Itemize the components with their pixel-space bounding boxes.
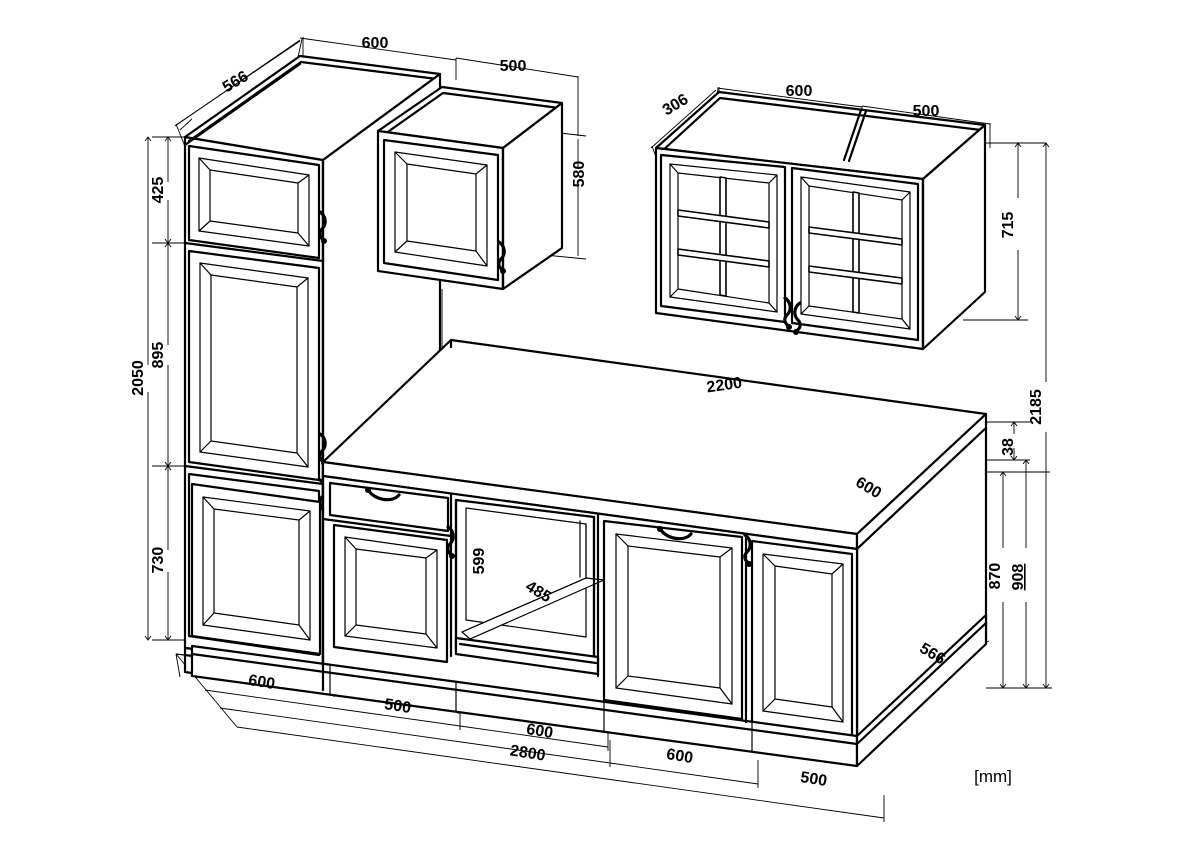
dimension-labels: 566 600 500 580 425 895 730 2050 306 600… [130,35,1045,790]
dim-580: 580 [571,161,588,188]
dim-600-b3: 600 [525,721,554,742]
dim-600-b4: 600 [665,746,694,767]
door-handle-icon [497,240,506,274]
dim-2050: 2050 [130,360,147,396]
base-door-mid[interactable] [602,519,744,721]
dim-870: 870 [987,563,1004,590]
tall-unit-middle-door[interactable] [187,249,321,482]
base-cabinet-run[interactable] [190,426,988,768]
dim-306: 306 [660,91,692,119]
dim-600-b1: 600 [247,672,276,693]
dim-895: 895 [150,342,167,369]
base-door-left[interactable] [332,523,449,664]
door-handle-icon [783,296,792,330]
upper-left-door[interactable] [382,138,500,282]
dim-600-wall: 600 [786,83,813,100]
glass-wall-cabinet-left[interactable] [659,153,787,324]
drawer-pull-icon [365,487,401,502]
door-handle-icon [793,301,802,335]
dim-500-b2: 500 [383,696,412,717]
base-open-bay[interactable] [454,498,605,676]
door-handle-icon [318,210,327,244]
dim-500-top: 500 [500,58,527,75]
dim-2200: 2200 [706,375,744,397]
dim-500-wall: 500 [913,103,940,120]
dim-715: 715 [1000,212,1017,239]
glass-wall-cabinet-right[interactable] [790,166,920,342]
tall-unit-top-door[interactable] [187,144,321,260]
dim-600-top: 600 [362,35,389,52]
glass-wall-cabinet-unit[interactable] [654,90,987,351]
upper-wall-cabinet-left[interactable] [376,85,564,466]
dim-500-b5: 500 [799,769,828,790]
dim-908: 908 [1010,564,1027,591]
base-door-far-left[interactable] [190,482,322,656]
base-door-right[interactable] [750,539,854,738]
dim-38: 38 [1000,438,1017,456]
dim-730: 730 [150,547,167,574]
dim-599: 599 [471,548,488,575]
dim-2185: 2185 [1028,389,1045,425]
unit-label: [mm] [974,767,1012,786]
drawer-pull-icon [657,526,693,541]
dim-2800: 2800 [509,742,547,764]
plinth-kick-board[interactable] [190,613,988,768]
dim-425: 425 [150,177,167,204]
base-drawer-unit[interactable] [328,481,450,533]
countertop[interactable] [321,338,988,551]
